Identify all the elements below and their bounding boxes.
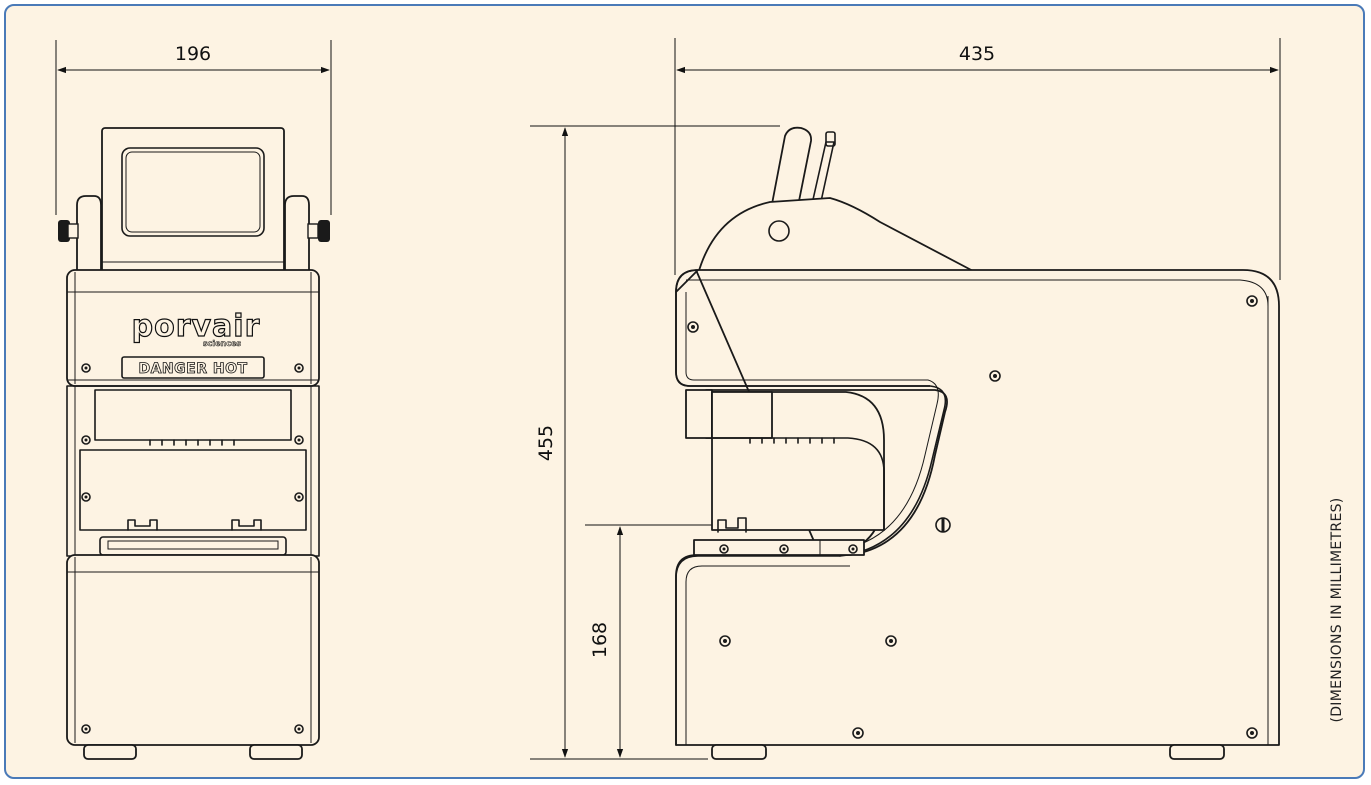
side-foot-right bbox=[1169, 744, 1225, 760]
handle-latch bbox=[825, 131, 836, 147]
lever-arm bbox=[697, 197, 976, 275]
display-housing bbox=[101, 127, 285, 274]
handle-grip bbox=[811, 141, 835, 207]
pivot-knob bbox=[768, 220, 790, 242]
height-label: 455 bbox=[535, 425, 557, 461]
left-knob bbox=[58, 220, 79, 242]
front-view: 196 porvair sciences DANGER HOT bbox=[55, 40, 332, 760]
side-foot-left bbox=[711, 744, 767, 760]
side-heater-fins bbox=[749, 437, 835, 444]
front-foot-right bbox=[249, 744, 303, 760]
heater-fins bbox=[149, 439, 235, 446]
plate-tray bbox=[99, 536, 287, 556]
brand-logo: porvair bbox=[132, 309, 261, 344]
side-screws bbox=[687, 295, 1258, 739]
warning-plate bbox=[121, 356, 265, 379]
lower-body-outline bbox=[675, 555, 841, 746]
right-knob bbox=[307, 220, 330, 242]
plate-chamber bbox=[79, 449, 307, 531]
front-base bbox=[66, 554, 320, 746]
handle bbox=[771, 126, 812, 207]
upper-jaw-outline bbox=[675, 291, 947, 557]
display-screen bbox=[121, 147, 265, 237]
front-foot-left bbox=[83, 744, 137, 760]
screw bbox=[294, 363, 304, 373]
brand-subtitle: sciences bbox=[203, 339, 242, 348]
side-tray bbox=[693, 539, 865, 556]
platform-height-label: 168 bbox=[589, 622, 611, 658]
heater-plate bbox=[94, 389, 292, 441]
right-bracket bbox=[284, 195, 310, 273]
adjust-screw bbox=[935, 517, 951, 533]
side-depth-label: 435 bbox=[959, 43, 995, 65]
side-view: 435 455 168 bbox=[530, 38, 1281, 760]
side-tray-clip bbox=[717, 517, 747, 533]
warning-plate-text: DANGER HOT bbox=[138, 361, 247, 377]
screw bbox=[81, 363, 91, 373]
side-heater-block bbox=[685, 389, 713, 439]
left-bracket bbox=[76, 195, 102, 273]
tray-clip-right bbox=[231, 519, 262, 531]
tray-clip-left bbox=[127, 519, 158, 531]
units-note: (DIMENSIONS IN MILLIMETRES) bbox=[1329, 497, 1345, 722]
front-width-label: 196 bbox=[175, 43, 211, 65]
